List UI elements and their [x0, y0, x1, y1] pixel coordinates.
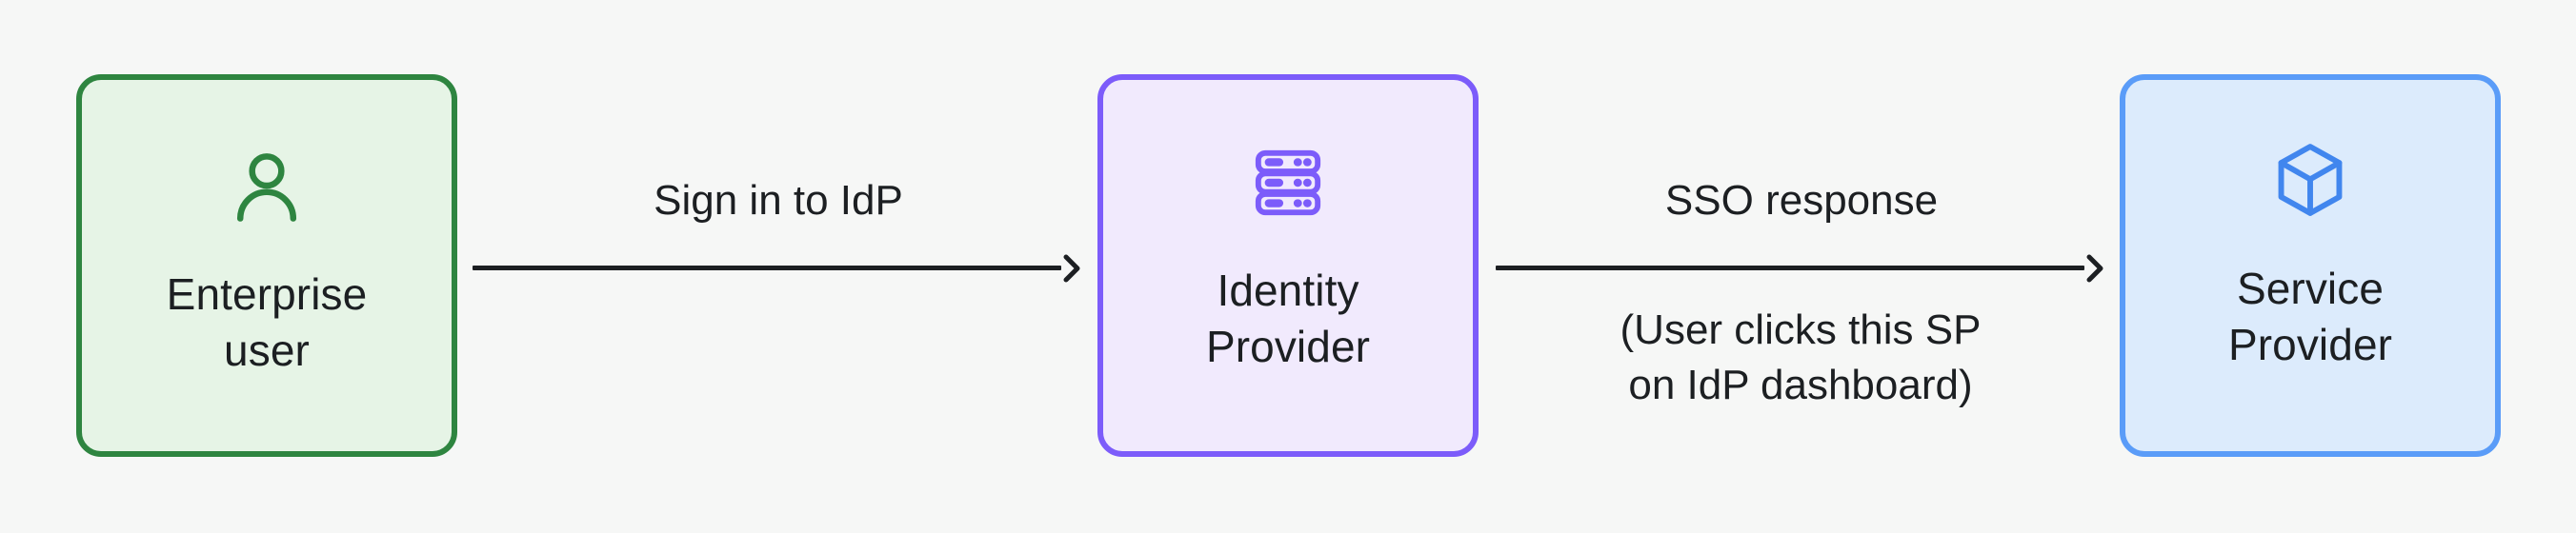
edge-line — [473, 266, 1061, 270]
cube-icon — [2269, 139, 2351, 221]
edge-label-sso-response: SSO response — [1664, 177, 1939, 224]
edge-sublabel-user-clicks-sp: (User clicks this SP on IdP dashboard) — [1620, 306, 1982, 409]
arrowhead-right-icon — [1048, 250, 1084, 286]
edge-label-sign-in-to-idp: Sign in to IdP — [654, 177, 903, 224]
node-label-service-provider: Service Provider — [2227, 264, 2393, 369]
server-rack-icon — [1246, 141, 1330, 225]
node-label-identity-provider: Identity Provider — [1205, 266, 1371, 371]
node-enterprise-user[interactable]: Enterprise user — [76, 74, 457, 457]
node-service-provider[interactable]: Service Provider — [2120, 74, 2501, 457]
node-identity-provider[interactable]: Identity Provider — [1097, 74, 1479, 457]
user-icon — [223, 143, 311, 230]
node-label-enterprise-user: Enterprise user — [166, 269, 368, 375]
arrowhead-right-icon — [2071, 250, 2107, 286]
edge-line — [1496, 266, 2084, 270]
